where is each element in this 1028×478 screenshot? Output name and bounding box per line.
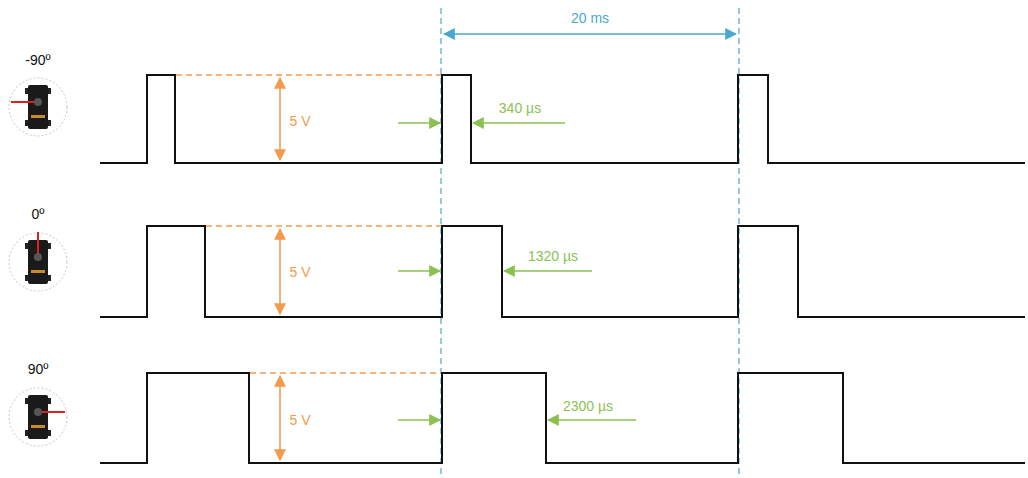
width-arrow <box>548 419 636 421</box>
pulse-width-label: 1320 µs <box>528 248 578 264</box>
servo-icon <box>9 78 67 136</box>
amplitude-arrow <box>279 376 281 460</box>
period-label: 20 ms <box>571 10 609 26</box>
angle-label: -90º <box>25 52 50 68</box>
angle-label: 90º <box>28 361 49 377</box>
width-arrow <box>473 122 565 124</box>
width-arrow <box>504 270 592 272</box>
servo-icon <box>9 232 67 291</box>
width-marks <box>398 123 636 420</box>
width-arrow <box>398 122 440 124</box>
pulse-width-label: 2300 µs <box>563 398 613 414</box>
period-lines <box>441 8 739 478</box>
width-arrow <box>398 270 440 272</box>
amplitude-marks <box>176 75 441 460</box>
amplitude-line <box>176 74 441 76</box>
amplitude-arrow <box>279 78 281 160</box>
voltage-label: 5 V <box>289 264 310 280</box>
servo-icon <box>9 388 67 446</box>
pwm-waveform <box>100 226 1025 317</box>
waveforms <box>100 75 1025 463</box>
width-arrow <box>398 419 440 421</box>
voltage-label: 5 V <box>289 412 310 428</box>
period-arrow <box>444 33 736 35</box>
amplitude-arrow <box>279 229 281 314</box>
pwm-waveform <box>100 373 1025 463</box>
amplitude-line <box>250 372 441 374</box>
voltage-label: 5 V <box>289 113 310 129</box>
angle-label: 0º <box>32 206 45 222</box>
pwm-waveform <box>100 75 1025 163</box>
pulse-width-label: 340 µs <box>499 100 541 116</box>
amplitude-line <box>206 225 441 227</box>
